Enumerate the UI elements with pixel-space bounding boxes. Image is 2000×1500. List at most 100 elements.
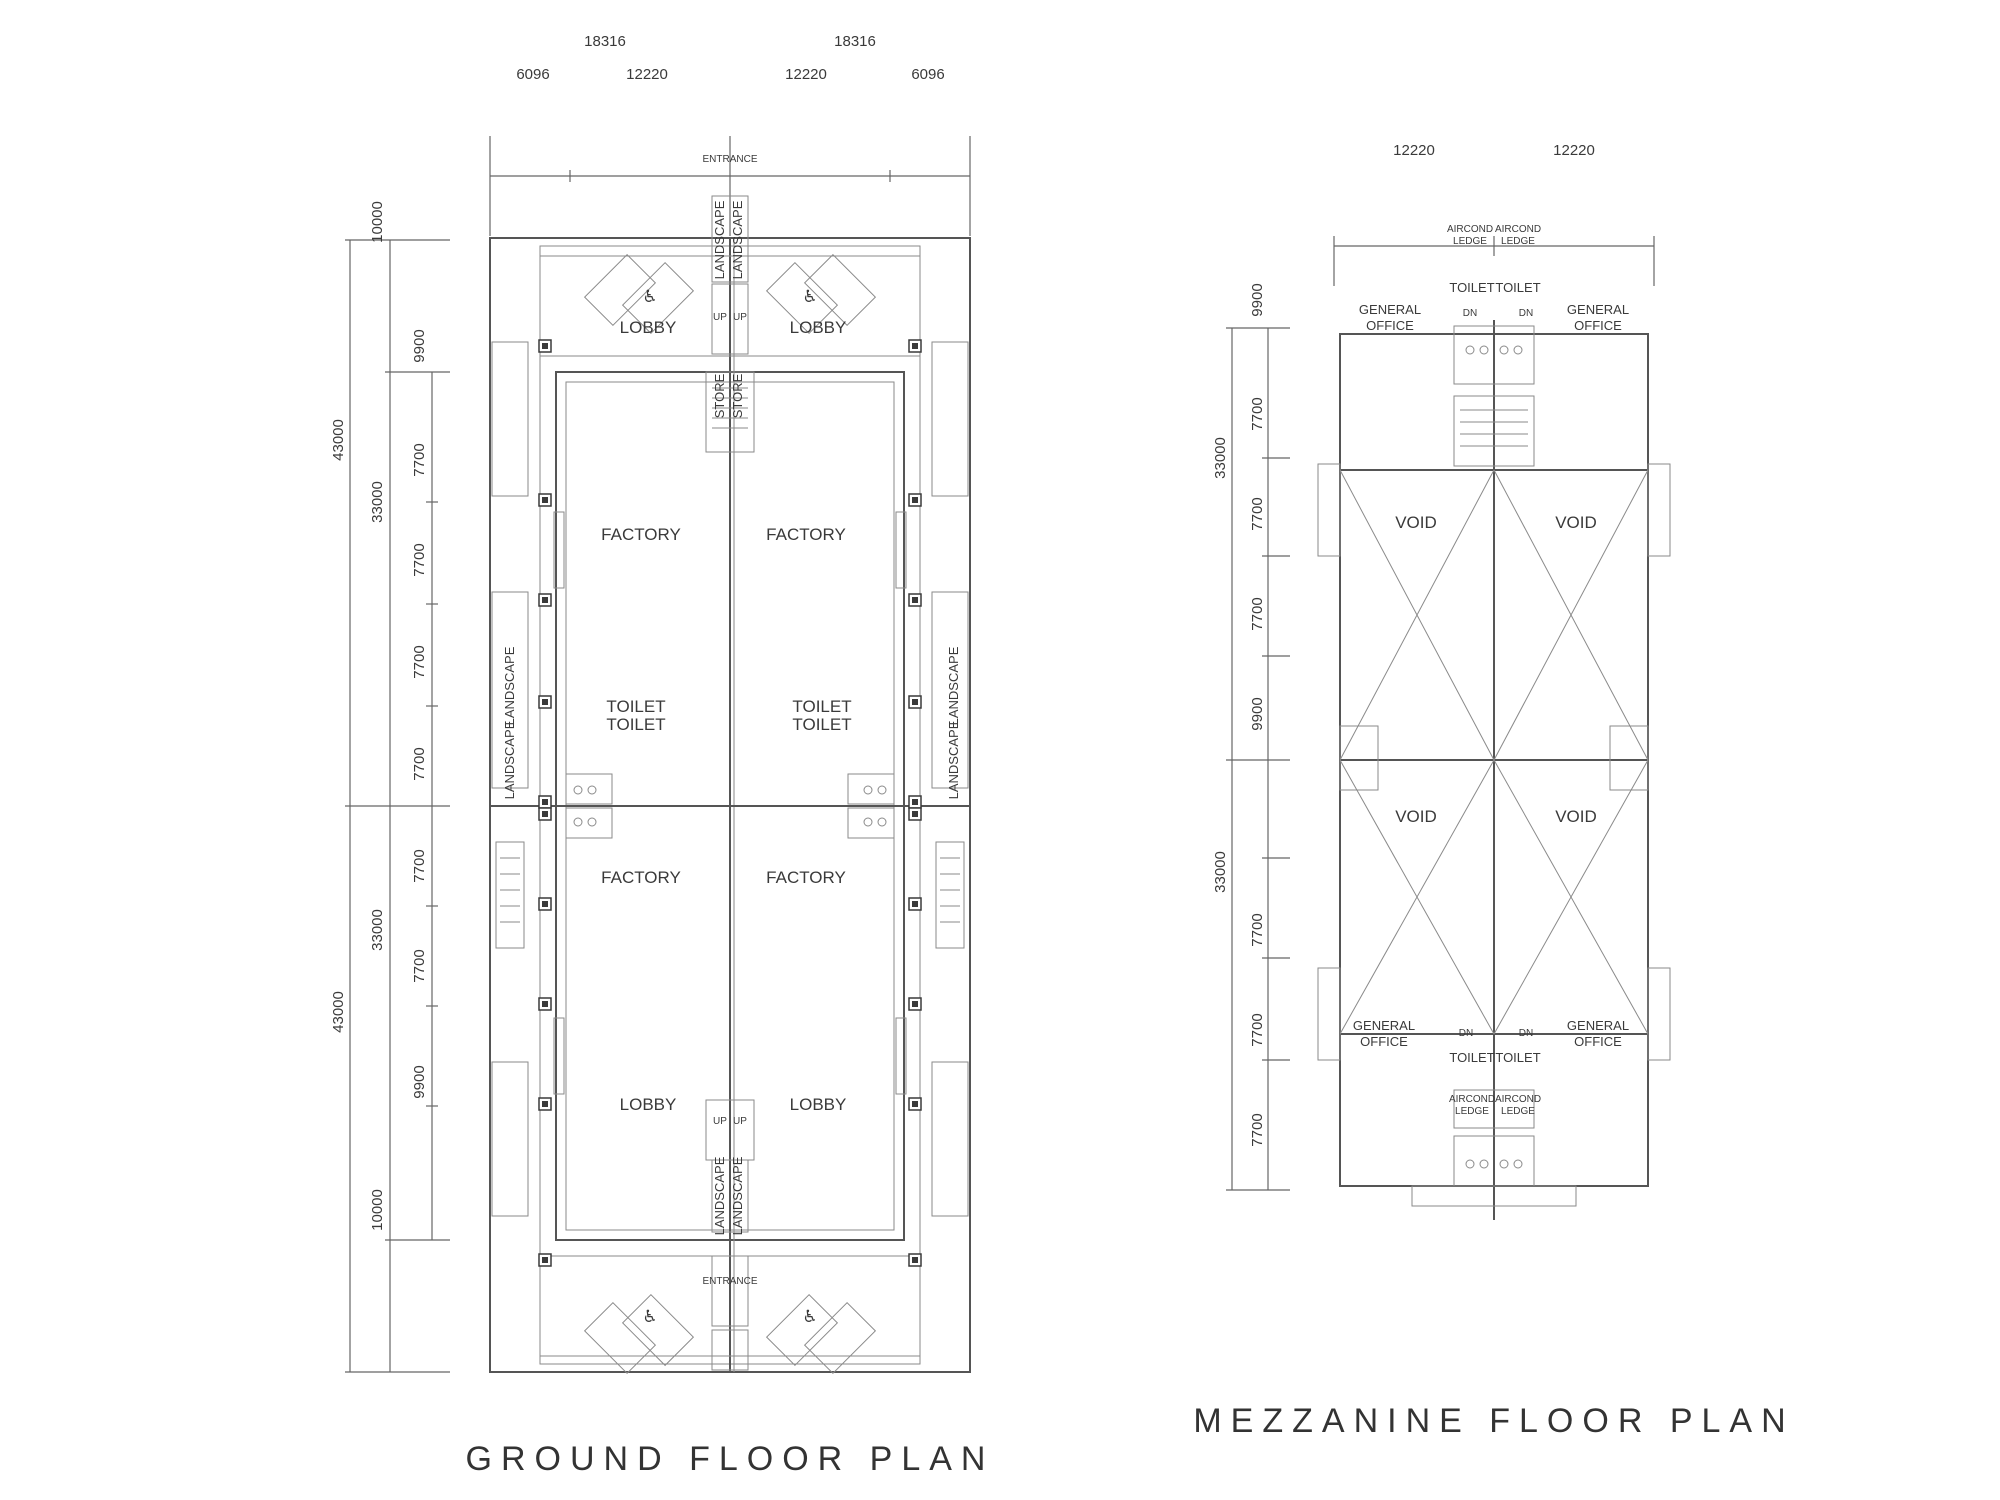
accessible-parking-icon: ♿ [642,1307,657,1326]
mezz-dim-left-mid-1: 33000 [1212,437,1229,479]
ground-side-doors [553,511,907,1095]
mezz-dim-left-inner-8: 7700 [1249,1113,1266,1146]
mezz-building-outline [1317,320,1671,1220]
ground-top-entrance-label: ENTRANCE [702,154,757,165]
ground-columns [538,339,922,1267]
ground-bottom-entrance-label: ENTRANCE [702,1276,757,1287]
ground-dim-left-mid-1: 10000 [369,201,386,243]
ground-left-dimension-lines [345,239,450,1373]
ground-dim-left-inner-8: 9900 [411,1065,428,1098]
mezz-left-dimension-lines [1226,327,1290,1191]
ground-central-core [705,195,755,1371]
ground-dim-top-2: 12220 [626,66,668,83]
ground-floor-plan-title: GROUND FLOOR PLAN [466,1440,995,1478]
ground-lobby-label: LOBBY [790,318,847,337]
ground-landscape-label: LANDSCAPE [712,1156,727,1235]
mezz-top-dimension-line [1333,236,1655,286]
mezz-dn-label: DN [1463,308,1477,319]
mezz-dim-left-mid-2: 33000 [1212,851,1229,893]
ground-landscape-strips [491,341,969,1217]
mezz-toilet-label: TOILET [1495,1050,1540,1065]
ground-dim-left-inner-7: 7700 [411,949,428,982]
ground-dim-left-outer-1: 43000 [330,419,347,461]
ground-dropoff-areas [583,253,877,1375]
mezzanine-floor-plan: 12220 12220 AIRCOND AIRCOND LEDGE LEDGE … [1193,142,1794,1440]
mezz-office-label: OFFICE [1574,1034,1622,1049]
ground-stair-up-label: UP [733,1116,747,1127]
ground-factory-label: FACTORY [601,525,681,544]
ground-dim-left-mid-3: 33000 [369,909,386,951]
ground-store-label: STORE [730,373,745,418]
mezz-dim-left-inner-4: 7700 [1249,597,1266,630]
mezz-ledge-label: LEDGE [1455,1106,1489,1117]
ground-dim-left-inner-2: 7700 [411,443,428,476]
ground-toilet-label: TOILET [606,697,665,716]
mezz-dim-top-1: 12220 [1393,142,1435,159]
mezz-dn-label: DN [1519,1028,1533,1039]
mezz-void-label: VOID [1395,513,1437,532]
ground-dim-top-1: 6096 [516,66,549,83]
mezz-dim-top-2: 12220 [1553,142,1595,159]
ground-lobby-label: LOBBY [620,1095,677,1114]
mezz-ledge-label: LEDGE [1501,1106,1535,1117]
ground-dim-left-mid-4: 10000 [369,1189,386,1231]
ground-toilet-label: TOILET [792,715,851,734]
accessible-parking-icon: ♿ [642,287,657,306]
mezz-ledge-label: LEDGE [1453,236,1487,247]
ground-factory-label: FACTORY [601,868,681,887]
accessible-parking-icon: ♿ [802,1307,817,1326]
accessible-parking-icon: ♿ [802,287,817,306]
ground-dim-left-inner-4: 7700 [411,645,428,678]
mezz-general-label: GENERAL [1567,1018,1629,1033]
mezz-toilet-label: TOILET [1449,1050,1494,1065]
mezz-toilet-label: TOILET [1449,280,1494,295]
ground-toilet-blocks [565,773,895,839]
mezz-aircond-label: AIRCOND [1495,1094,1541,1105]
ground-landscape-label: LANDSCAPE [502,646,517,725]
ground-store-label: STORE [712,373,727,418]
mezz-office-label: OFFICE [1574,318,1622,333]
ground-dim-left-mid-2: 33000 [369,481,386,523]
ground-dim-left-inner-3: 7700 [411,543,428,576]
ground-stair-up-label: UP [713,1116,727,1127]
ground-dim-left-inner-6: 7700 [411,849,428,882]
ground-dim-left-inner-5: 7700 [411,747,428,780]
mezz-dim-left-inner-7: 7700 [1249,1013,1266,1046]
ground-dim-left-outer-2: 43000 [330,991,347,1033]
ground-dim-top-overall-right: 18316 [834,33,876,50]
mezz-general-label: GENERAL [1567,302,1629,317]
mezz-void-label: VOID [1555,513,1597,532]
mezz-general-label: GENERAL [1353,1018,1415,1033]
ground-stair-up-label: UP [733,312,747,323]
mezz-service-cores [1453,325,1535,1187]
ground-lobby-label: LOBBY [790,1095,847,1114]
ground-stair-up-label: UP [713,312,727,323]
ground-toilet-label: TOILET [792,697,851,716]
ground-landscape-label: LANDSCAPE [946,646,961,725]
mezzanine-floor-plan-title: MEZZANINE FLOOR PLAN [1193,1402,1794,1440]
mezz-ledge-label: LEDGE [1501,236,1535,247]
ground-landscape-label: LANDSCAPE [946,720,961,799]
mezz-dim-left-inner-1: 9900 [1249,283,1266,316]
mezz-aircond-label: AIRCOND [1447,224,1493,235]
ground-landscape-label: LANDSCAPE [730,200,745,279]
ground-dim-top-3: 12220 [785,66,827,83]
ground-dim-left-inner-1: 9900 [411,329,428,362]
mezz-void-label: VOID [1555,807,1597,826]
mezz-dim-left-inner-2: 7700 [1249,397,1266,430]
ground-landscape-label: LANDSCAPE [712,200,727,279]
mezz-office-label: OFFICE [1360,1034,1408,1049]
ground-dim-top-overall-left: 18316 [584,33,626,50]
mezz-dn-label: DN [1459,1028,1473,1039]
ground-toilet-label: TOILET [606,715,665,734]
ground-top-dimension-line: ENTRANCE [489,136,971,236]
mezz-aircond-label: AIRCOND [1449,1094,1495,1105]
mezz-dim-left-inner-3: 7700 [1249,497,1266,530]
ground-landscape-label: LANDSCAPE [502,720,517,799]
ground-dim-top-4: 6096 [911,66,944,83]
ground-landscape-label: LANDSCAPE [730,1156,745,1235]
mezz-dn-label: DN [1519,308,1533,319]
mezz-office-label: OFFICE [1366,318,1414,333]
mezz-void-crosses [1339,469,1649,1035]
